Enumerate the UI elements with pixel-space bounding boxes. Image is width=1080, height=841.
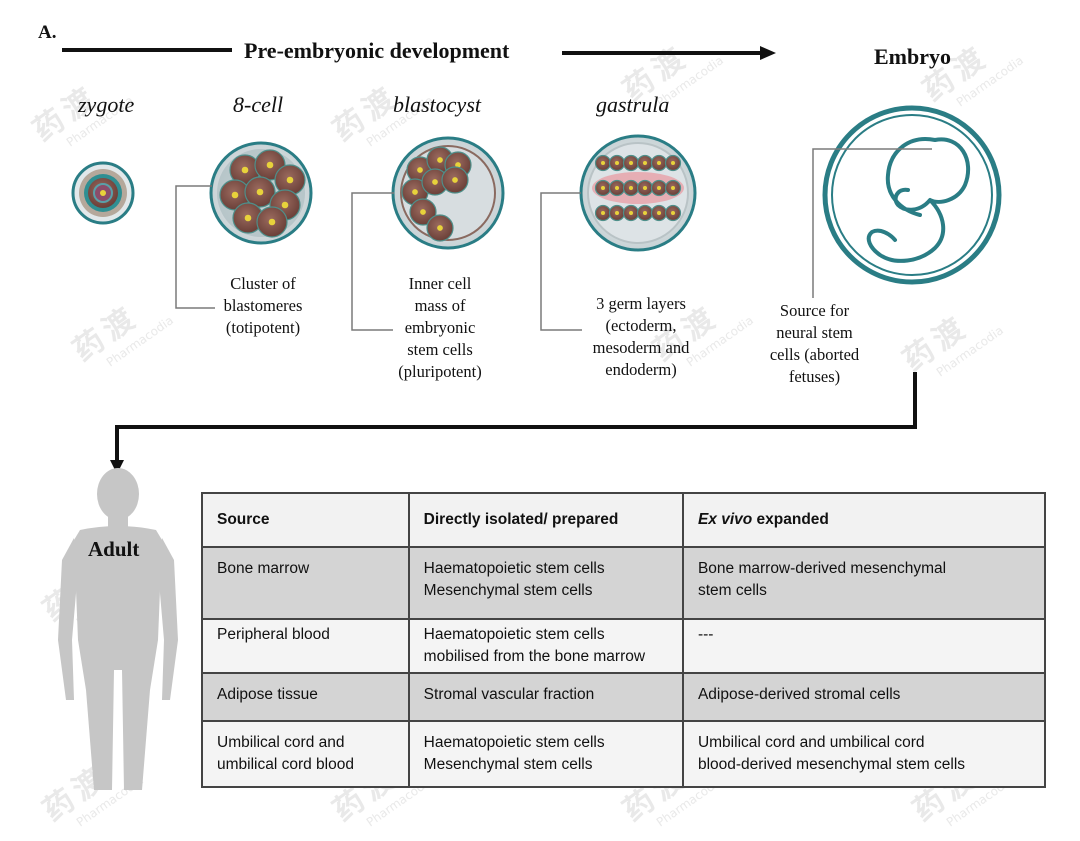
cell-line: Adipose tissue [217,686,318,703]
header-title: Pre-embryonic development [244,38,510,63]
cell-line: Peripheral blood [217,626,330,643]
nucleus [437,225,443,231]
cell-line: Bone marrow [217,560,310,577]
cell-direct: Stromal vascular fraction [407,672,684,722]
nucleus [629,161,633,165]
cell-expanded: Umbilical cord and umbilical cord blood-d… [681,720,1047,788]
nucleus [657,186,661,190]
cell-line: Mesenchymal stem cells [423,756,593,773]
nucleus [432,179,438,185]
caption-blastocyst: Inner cell mass of embryonic stem cells … [398,274,482,381]
nucleus [671,211,675,215]
cell-line: blood-derived mesenchymal stem cells [697,756,966,773]
human-silhouette-icon [58,468,178,790]
cell-line: Bone marrow-derived mesenchymal [697,560,947,577]
caption-connectors [175,148,932,331]
stage-name-blastocyst: blastocyst [393,92,481,117]
nucleus [615,161,619,165]
cell-line: umbilical cord blood [217,756,354,773]
nucleus [266,161,274,169]
nucleus [268,218,276,226]
cell-direct: Haematopoietic stem cells mobilised from … [407,618,684,674]
cell-line: --- [697,626,714,643]
nucleus [417,167,423,173]
gastrula-icon [579,134,697,252]
table-header-row: Source Directly isolated/ prepared Ex vi… [201,492,1047,548]
nucleus [412,189,418,195]
nucleus [241,166,249,174]
cell-line: stem cells [697,582,767,599]
adult-label: Adult [88,537,140,561]
cell-expanded: --- [681,618,1047,674]
stage-name-zygote: zygote [78,92,135,117]
cell-source: Umbilical cord and umbilical cord blood [201,720,410,788]
cell-source: Peripheral blood [201,618,410,674]
header-directly-isolated: Directly isolated/ prepared [407,492,684,548]
nucleus [437,157,443,163]
stage-name-8-cell: 8-cell [233,92,284,117]
blastocyst-icon [391,136,505,250]
nucleus [671,161,675,165]
nucleus [643,161,647,165]
nucleus [420,209,426,215]
header-expanded: expanded [756,511,829,528]
flow-arrow-to-adult [110,372,917,474]
nucleus [657,161,661,165]
nucleus [629,211,633,215]
cell-line: mobilised from the bone marrow [423,648,646,665]
table-row: Adipose tissue Stromal vascular fraction A… [201,672,1047,722]
cell-line: Mesenchymal stem cells [423,582,593,599]
table-row: Peripheral blood Haematopoietic stem cell… [201,618,1047,674]
cell-line: Haematopoietic stem cells [423,626,605,643]
nucleus [671,186,675,190]
nucleus [452,177,458,183]
nucleus [455,162,461,168]
cell-line: Stromal vascular fraction [423,686,595,703]
nucleus [244,214,252,222]
cell-source: Adipose tissue [201,672,410,722]
embryo-icon [822,105,1002,285]
nucleus [601,186,605,190]
table-row: Umbilical cord and umbilical cord blood Ha… [201,720,1047,788]
nucleus [643,186,647,190]
cell-expanded: Bone marrow-derived mesenchymal stem cell… [681,546,1047,620]
stage-name-gastrula: gastrula [596,92,670,117]
header-ex-vivo-expanded: Ex vivo expanded [681,492,1047,548]
nucleus [231,191,239,199]
embryo-title: Embryo [874,44,951,69]
cell-line: Umbilical cord and [217,734,345,751]
panel-label: A. [38,22,57,43]
cell-line: Umbilical cord and umbilical cord [697,734,925,751]
cell-line: Adipose-derived stromal cells [697,686,901,703]
nucleus [615,211,619,215]
nucleus [286,176,294,184]
nucleus [657,211,661,215]
nucleus [601,161,605,165]
cell-line: Haematopoietic stem cells [423,734,605,751]
nucleus [629,186,633,190]
header-source: Source [201,492,410,548]
eight-cell-embryo-icon [209,141,313,245]
timeline-arrow [62,46,776,60]
caption-gastrula: 3 germ layers (ectoderm, mesoderm and en… [592,294,690,379]
nucleus [615,186,619,190]
cell-source: Bone marrow [201,546,410,620]
cell-line: Haematopoietic stem cells [423,560,605,577]
nucleus [281,201,289,209]
nucleus [601,211,605,215]
stem-cell-source-table: Source Directly isolated/ prepared Ex vi… [201,492,1047,788]
caption-embryo: Source for neural stem cells (aborted fe… [769,301,860,386]
caption-8-cell: Cluster of blastomeres (totipotent) [223,274,303,337]
zygote-cell-icon [71,161,135,225]
cell-expanded: Adipose-derived stromal cells [681,672,1047,722]
nucleus [256,188,264,196]
header-ex-vivo-italic: Ex vivo [697,511,753,528]
nucleus [643,211,647,215]
